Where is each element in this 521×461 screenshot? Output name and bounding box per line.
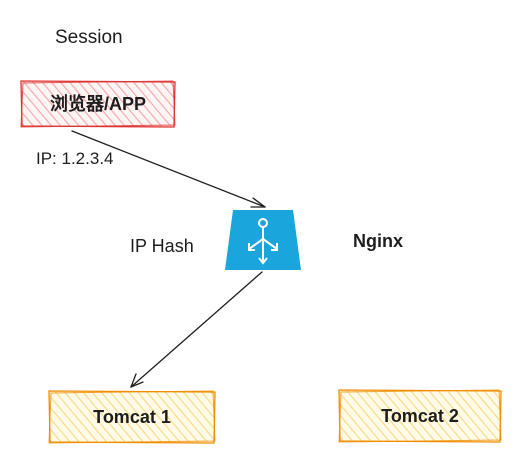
arrow-nginx-to-tomcat1	[130, 271, 263, 388]
nginx-label: Nginx	[353, 231, 404, 251]
arrow-client-to-nginx	[71, 130, 266, 208]
tomcat-1-box	[48, 390, 216, 444]
tomcat-1-label: Tomcat 1	[93, 407, 171, 427]
client-box	[20, 80, 176, 128]
lb-strategy-label: IP Hash	[130, 236, 194, 256]
tomcat-2-box	[338, 389, 502, 443]
load-balancer-icon	[225, 210, 301, 270]
tomcat-2-label: Tomcat 2	[381, 406, 459, 426]
client-ip-label: IP: 1.2.3.4	[36, 149, 114, 168]
client-label: 浏览器/APP	[49, 94, 146, 114]
diagram-title: Session	[55, 27, 123, 48]
